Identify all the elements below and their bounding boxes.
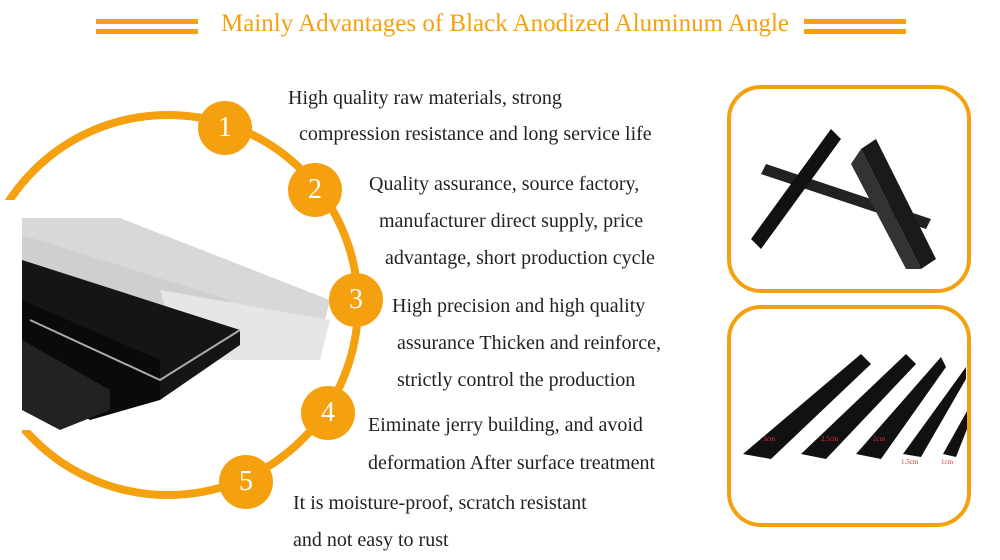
product-image-crossed-angles (727, 85, 971, 293)
title-decoration-left (96, 19, 198, 24)
advantage-3-line: High precision and high quality (392, 295, 646, 317)
title-decoration-left (96, 29, 198, 34)
advantage-3-line: assurance Thicken and reinforce, (397, 332, 661, 354)
title-decoration-right (804, 29, 906, 34)
size-label: 3cm (763, 435, 776, 443)
advantage-1-line: compression resistance and long service … (299, 123, 652, 145)
advantage-3-line: strictly control the production (397, 369, 636, 391)
advantage-5-line: and not easy to rust (293, 529, 449, 551)
advantage-5-line: It is moisture-proof, scratch resistant (293, 492, 587, 514)
page-title: Mainly Advantages of Black Anodized Alum… (221, 10, 789, 37)
black-angle-sizes-photo (743, 354, 967, 459)
product-image-sizes: 3cm 2.5cm 2cm 1.5cm 1cm (727, 305, 971, 527)
size-label: 1.5cm (901, 458, 919, 466)
advantage-2-line: manufacturer direct supply, price (379, 210, 644, 232)
size-label: 2.5cm (821, 435, 839, 443)
size-label: 2cm (873, 435, 886, 443)
advantage-1-line: High quality raw materials, strong (288, 87, 562, 109)
black-angle-crossed-photo (751, 129, 936, 269)
title-decoration-right (804, 19, 906, 24)
step-badge-4: 4 (301, 386, 355, 440)
advantage-2-line: advantage, short production cycle (385, 247, 655, 269)
step-badge-5: 5 (219, 455, 273, 509)
step-badge-1: 1 (198, 101, 252, 155)
advantage-4-line: deformation After surface treatment (368, 452, 656, 474)
step-badge-2: 2 (288, 163, 342, 217)
advantage-2-line: Quality assurance, source factory, (369, 173, 640, 195)
size-label: 1cm (941, 458, 954, 466)
step-badge-3: 3 (329, 273, 383, 327)
advantage-4-line: Eiminate jerry building, and avoid (368, 414, 643, 436)
